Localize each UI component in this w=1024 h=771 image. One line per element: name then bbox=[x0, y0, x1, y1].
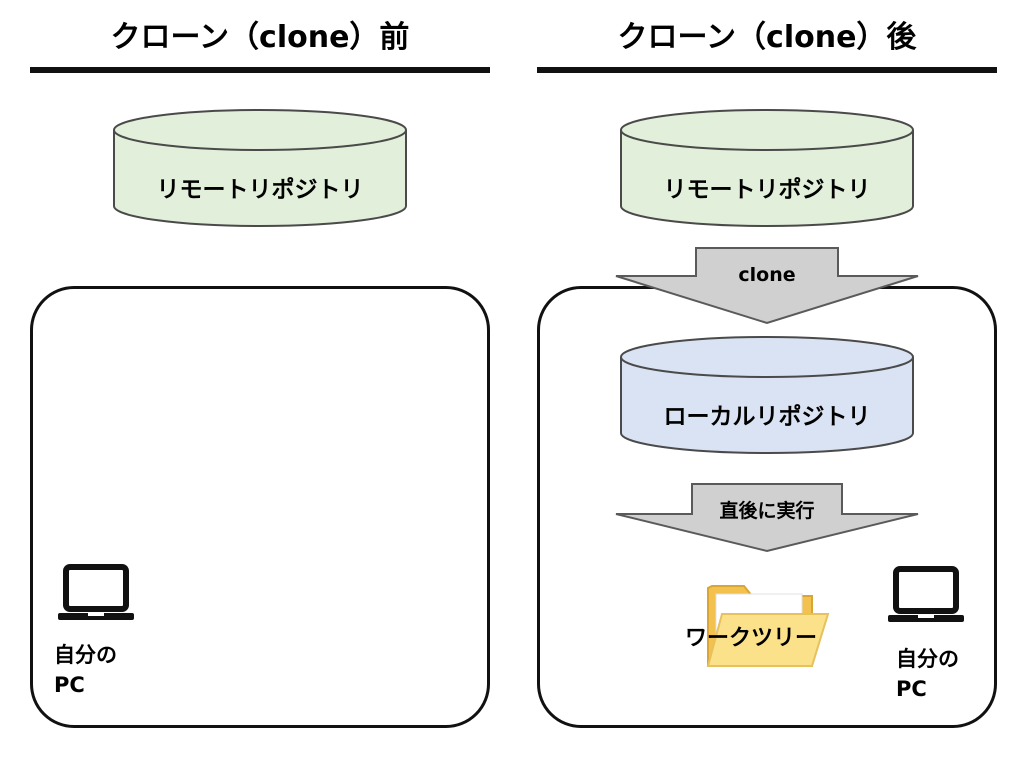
local-repository-cylinder-icon bbox=[620, 336, 914, 454]
after-remote-repository-label: リモートリポジトリ bbox=[663, 177, 871, 203]
down-arrow-icon bbox=[615, 483, 919, 553]
after-pc-label: 自分の PC bbox=[896, 644, 959, 704]
execute-arrow: 直後に実行 bbox=[614, 482, 920, 554]
after-title: クローン（clone）後 bbox=[617, 20, 917, 55]
clone-arrow-label: clone bbox=[738, 264, 796, 286]
worktree-label: ワークツリー bbox=[684, 626, 817, 651]
after-title-rule bbox=[537, 67, 997, 73]
before-pc-label: 自分の PC bbox=[54, 640, 117, 700]
remote-repository-cylinder-icon bbox=[620, 109, 914, 227]
before-laptop-icon bbox=[58, 563, 134, 623]
execute-arrow-label: 直後に実行 bbox=[719, 500, 815, 522]
down-arrow-icon bbox=[615, 247, 919, 325]
local-repository-label: ローカルリポジトリ bbox=[663, 404, 871, 430]
after-pc-label-line2: PC bbox=[896, 677, 927, 701]
before-pc-label-line1: 自分の bbox=[54, 643, 117, 667]
clone-arrow: clone bbox=[614, 246, 920, 326]
before-remote-repository-label: リモートリポジトリ bbox=[156, 177, 364, 203]
before-pc-label-line2: PC bbox=[54, 673, 85, 697]
before-pc-panel bbox=[30, 286, 490, 728]
after-remote-repository: リモートリポジトリ bbox=[619, 108, 915, 228]
folder-icon bbox=[700, 574, 832, 674]
before-title: クローン（clone）前 bbox=[110, 20, 410, 55]
before-remote-repository: リモートリポジトリ bbox=[112, 108, 408, 228]
after-pc-label-line1: 自分の bbox=[896, 647, 959, 671]
after-laptop-icon bbox=[888, 565, 964, 625]
local-repository: ローカルリポジトリ bbox=[619, 335, 915, 455]
remote-repository-cylinder-icon bbox=[113, 109, 407, 227]
before-title-rule bbox=[30, 67, 490, 73]
